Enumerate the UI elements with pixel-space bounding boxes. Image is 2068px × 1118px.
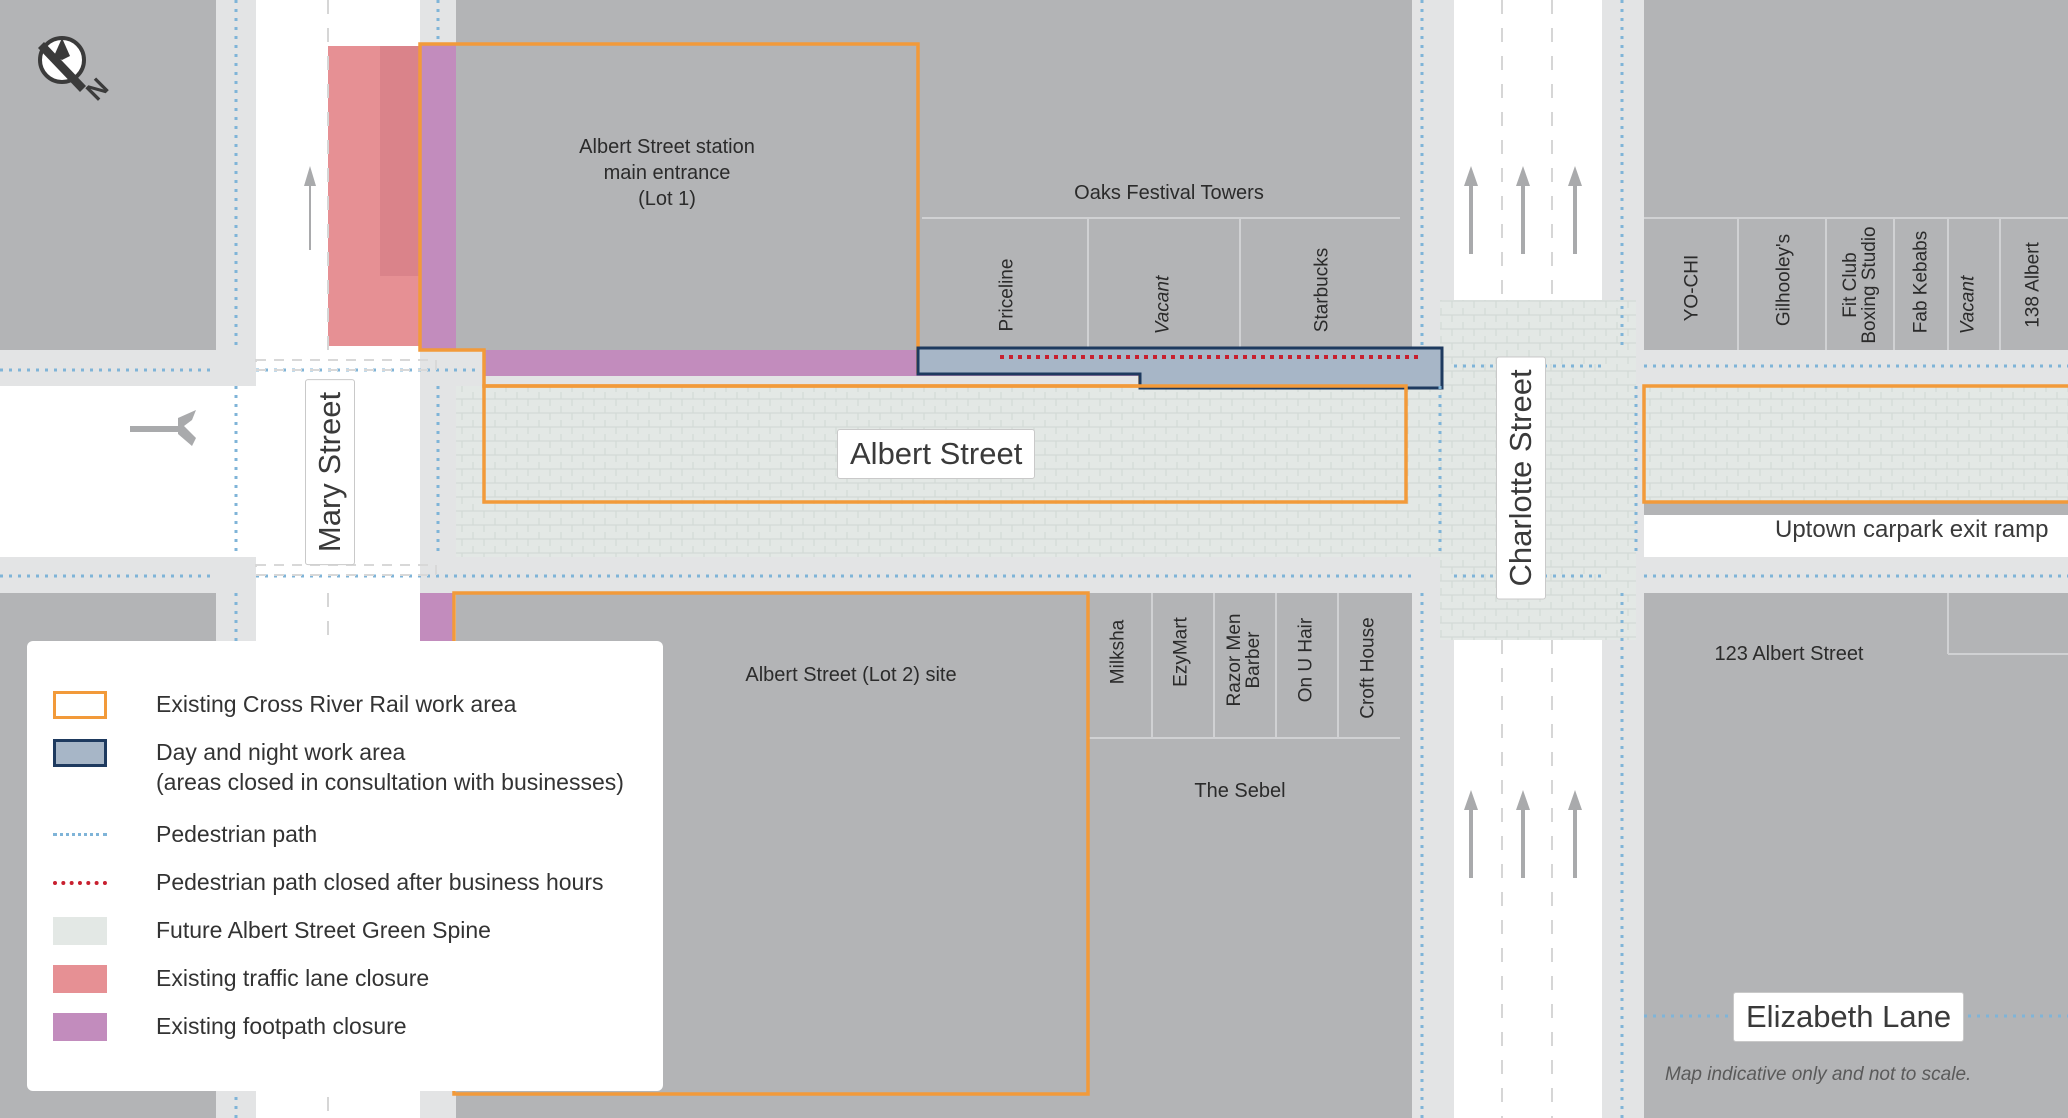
legend-item-ped-closed: Pedestrian path closed after business ho… — [53, 867, 604, 899]
shop-milksha: Milksha — [1107, 619, 1129, 685]
albert-east-work-area — [1642, 384, 2068, 504]
legend-item-green-spine: Future Albert Street Green Spine — [53, 915, 491, 947]
shop-razor-men-barber-text: Razor Men Barber — [1224, 613, 1264, 707]
scale-note: Map indicative only and not to scale. — [1665, 1064, 1972, 1085]
legend-label-traffic-closure: Existing traffic lane closure — [156, 965, 430, 991]
lot2-label: Albert Street (Lot 2) site — [745, 664, 957, 686]
pink-fill-swatch — [53, 965, 107, 993]
oaks-festival-towers-label: Oaks Festival Towers — [1074, 182, 1264, 204]
shop-fit-club: Fit Club Boxing Studio — [1840, 221, 1880, 349]
green-spine-east — [1644, 386, 2068, 502]
legend-label-ped-path: Pedestrian path — [156, 821, 318, 847]
purple-fill-swatch — [53, 1013, 107, 1041]
legend-label-work-area: Existing Cross River Rail work area — [156, 691, 517, 717]
orange-outline-swatch — [53, 691, 107, 719]
shop-fab-kebabs: Fab Kebabs — [1910, 230, 1932, 334]
legend-label-ped-closed: Pedestrian path closed after business ho… — [156, 869, 604, 895]
station-label: Albert Street station main entrance (Lot… — [579, 134, 755, 212]
shop-croft-house: Croft House — [1357, 617, 1379, 719]
legend-item-work-area: Existing Cross River Rail work area — [53, 689, 516, 721]
shop-on-u-hair: On U Hair — [1295, 617, 1317, 703]
shop-gilhooleys: Gilhooley's — [1773, 233, 1795, 327]
legend-label-green-spine: Future Albert Street Green Spine — [156, 917, 491, 943]
green-fill-swatch — [53, 917, 107, 945]
elizabeth-lane-label: Elizabeth Lane — [1733, 992, 1965, 1042]
red-dots-swatch — [53, 881, 107, 885]
legend-label-day-night: Day and night work area (areas closed in… — [156, 737, 624, 797]
legend-item-ped-path: Pedestrian path — [53, 819, 317, 851]
shop-starbucks: Starbucks — [1311, 247, 1333, 333]
shop-priceline: Priceline — [996, 258, 1018, 332]
shop-fit-club-text: Fit Club Boxing Studio — [1840, 226, 1880, 344]
albert-street-label: Albert Street — [837, 429, 1036, 479]
shop-vacant-east: Vacant — [1957, 275, 1979, 335]
legend-item-day-night: Day and night work area (areas closed in… — [53, 737, 624, 801]
shop-vacant-north: Vacant — [1152, 275, 1174, 335]
uptown-carpark-label: Uptown carpark exit ramp — [1775, 516, 2049, 543]
station-label-line3: (Lot 1) — [638, 188, 696, 210]
legend-label-day-night-line1: Day and night work area — [156, 739, 406, 765]
station-label-line1: Albert Street station — [579, 136, 755, 158]
legend-label-day-night-line2: (areas closed in consultation with busin… — [156, 769, 624, 795]
shop-ezymart: EzyMart — [1170, 617, 1192, 687]
navy-fill-swatch — [53, 739, 107, 767]
albert-street-work-area — [482, 384, 1408, 504]
map-legend: Existing Cross River Rail work area Day … — [27, 641, 663, 1091]
traffic-arrows — [130, 166, 1582, 878]
shop-138-albert: 138 Albert — [2022, 242, 2044, 328]
station-label-line2: main entrance — [603, 162, 731, 184]
footpath-closure-south — [420, 593, 454, 641]
shop-yo-chi: YO-CHI — [1681, 254, 1703, 322]
albert123-label: 123 Albert Street — [1714, 643, 1864, 665]
blue-dots-swatch — [53, 833, 107, 836]
compass: N — [24, 26, 124, 116]
mary-street-label: Mary Street — [305, 378, 355, 566]
shop-razor-men-barber: Razor Men Barber — [1224, 595, 1264, 725]
legend-label-footpath-closure: Existing footpath closure — [156, 1013, 407, 1039]
legend-item-footpath-closure: Existing footpath closure — [53, 1011, 407, 1043]
north-arrow-icon — [38, 36, 86, 92]
legend-item-traffic-closure: Existing traffic lane closure — [53, 963, 429, 995]
charlotte-street-label: Charlotte Street — [1496, 356, 1546, 600]
sebel-label: The Sebel — [1194, 780, 1286, 802]
